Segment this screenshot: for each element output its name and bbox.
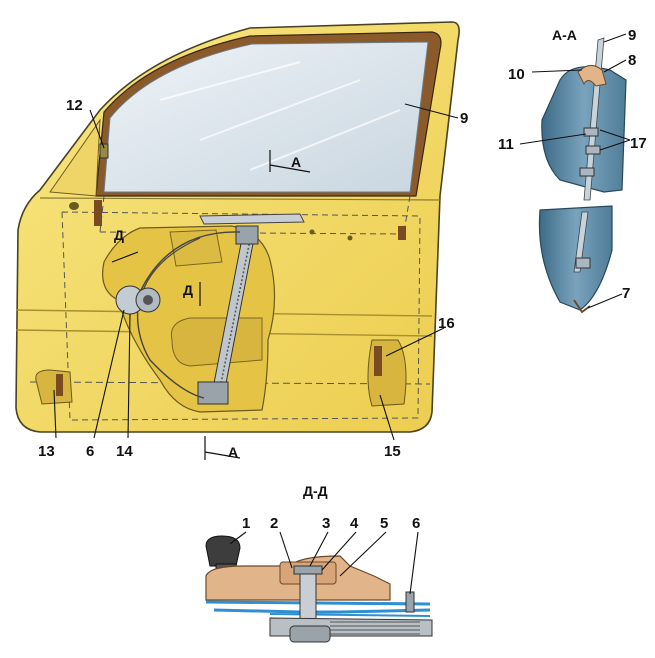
dd-callouts: 1 2 3 4 5 6	[229, 515, 420, 595]
dd-spring	[330, 621, 420, 635]
leader-dd-1	[229, 531, 247, 545]
door-hole	[69, 202, 79, 210]
section-label-dd-mid: Д	[183, 282, 193, 298]
callout-15: 15	[384, 443, 401, 460]
callout-2: 2	[270, 515, 278, 532]
mirror-bolt	[99, 143, 109, 159]
regulator-slider	[235, 225, 259, 245]
view-title-aa: A-A	[552, 27, 577, 43]
aa-seal-top	[577, 65, 607, 87]
callout-6-main: 6	[86, 443, 94, 460]
callout-14: 14	[116, 443, 133, 460]
rear-lower-channel	[56, 374, 63, 396]
glass-reflection	[159, 61, 401, 171]
section-aa-view	[538, 37, 627, 314]
callout-17: 17	[630, 135, 647, 152]
callout-10: 10	[508, 66, 525, 83]
inner-panel-recess	[170, 317, 263, 367]
leader-aa-11	[519, 133, 587, 145]
section-aa-line-bottom	[204, 436, 241, 460]
front-lower-channel	[374, 346, 382, 376]
view-title-dd: Д-Д	[303, 483, 328, 499]
window-regulator	[115, 213, 305, 405]
regulator-lower-bracket	[197, 381, 229, 405]
callout-1: 1	[242, 515, 250, 532]
leader-dd-2	[279, 531, 293, 569]
callout-8: 8	[628, 52, 636, 69]
door-beltline	[39, 197, 441, 201]
leader-9	[404, 103, 459, 119]
regulator-rail-teeth	[217, 239, 251, 399]
leader-dd-3	[309, 531, 329, 567]
regulator-drive-hub	[143, 295, 153, 305]
mirror-mount-triangle	[49, 118, 101, 197]
section-label-aa-top: A	[291, 154, 301, 170]
leader-aa-8	[603, 59, 627, 73]
front-door	[15, 21, 460, 460]
door-hole	[347, 235, 353, 241]
leader-dd-6	[409, 531, 419, 595]
leader-aa-7	[587, 293, 623, 309]
callout-9-aa: 9	[628, 27, 636, 44]
front-glass-channel	[398, 226, 406, 240]
aa-bottom-clip	[573, 299, 591, 314]
door-glass	[103, 41, 429, 193]
aa-callouts: 9 8 10 11 17 7	[498, 27, 647, 309]
callout-5: 5	[380, 515, 388, 532]
leader-aa-10	[531, 69, 583, 73]
section-dd-view	[205, 535, 433, 643]
leader-16	[385, 327, 445, 357]
leader-aa-17	[599, 129, 631, 151]
dd-screw	[405, 591, 415, 613]
callout-11: 11	[498, 136, 514, 153]
door-inner-contour	[61, 211, 421, 421]
callout-12: 12	[66, 97, 83, 114]
section-label-dd-left: Д	[114, 227, 124, 243]
door-hole	[309, 229, 315, 235]
regulator-top-bar	[199, 213, 305, 225]
leader-dd-4	[321, 531, 357, 571]
leader-13	[53, 389, 57, 439]
callout-13: 13	[38, 443, 55, 460]
callout-3: 3	[322, 515, 330, 532]
callout-16: 16	[438, 315, 455, 332]
callout-4: 4	[350, 515, 359, 532]
aa-bracket-2	[585, 145, 601, 155]
section-label-aa-bottom: A	[228, 444, 238, 460]
leader-12	[89, 109, 105, 149]
dd-panel-blue-2	[269, 613, 431, 617]
dd-bottom-drum	[289, 625, 331, 643]
aa-bracket-4	[575, 257, 591, 269]
leader-14	[127, 313, 131, 439]
leader-aa-9	[603, 33, 627, 43]
callout-9-main: 9	[460, 110, 468, 127]
callout-7: 7	[622, 285, 630, 302]
leader-6	[93, 309, 125, 439]
leader-dd-5	[339, 531, 387, 577]
aa-bracket-3	[579, 167, 595, 177]
section-dd-arrow	[111, 251, 201, 306]
regulator-cable	[136, 231, 241, 399]
front-lower-pocket	[367, 339, 407, 407]
callout-6-dd: 6	[412, 515, 420, 532]
inner-panel-pocket	[169, 229, 223, 267]
section-aa-line	[269, 150, 311, 173]
rear-glass-channel	[94, 200, 102, 226]
main-callouts: 12 9 16 15 13 6 14	[38, 97, 468, 460]
dd-panel-blue	[205, 600, 431, 614]
aa-bracket-1	[583, 127, 599, 137]
leader-15	[379, 394, 395, 441]
dd-axle-head	[293, 565, 323, 575]
